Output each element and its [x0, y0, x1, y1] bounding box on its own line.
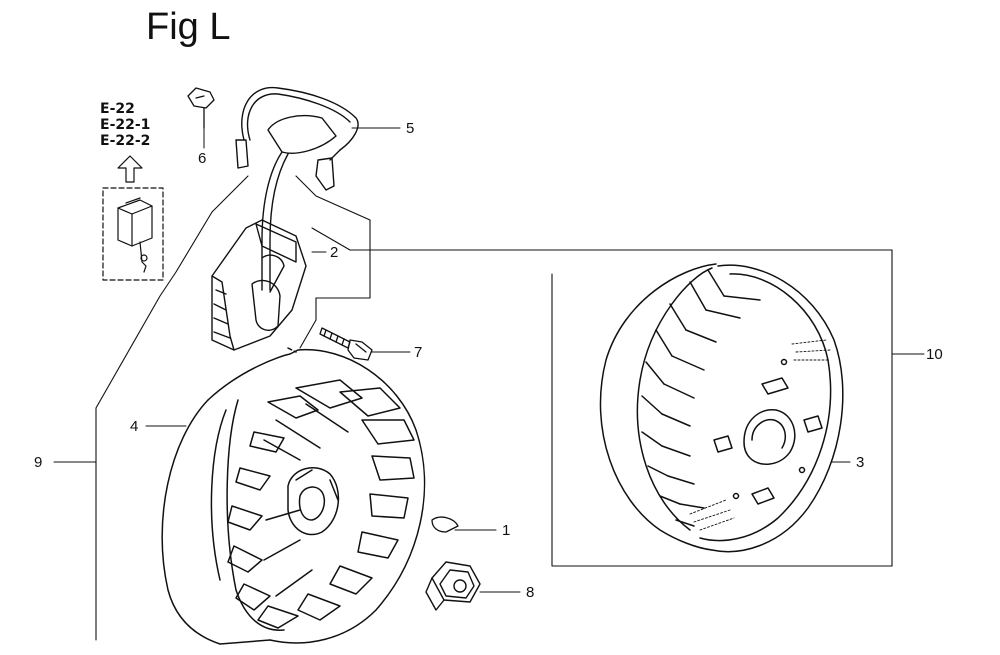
callout-label: 8 — [526, 584, 535, 601]
reference-inset-box — [102, 187, 164, 281]
up-arrow-icon — [117, 155, 143, 183]
plug-wire-part-5 — [235, 86, 359, 291]
group-brackets — [95, 175, 893, 641]
reference-item: E-22-2 — [100, 133, 151, 149]
key-part-1 — [431, 516, 459, 533]
callout-label: 1 — [502, 522, 511, 539]
callout-label: 7 — [414, 344, 423, 361]
callout-label: 9 — [34, 454, 43, 471]
figure-title: Fig L — [146, 6, 231, 48]
reference-list: E-22 E-22-1 E-22-2 — [100, 101, 150, 149]
callout-label: 3 — [856, 454, 865, 471]
callout-label: 10 — [926, 346, 943, 363]
callout-label: 2 — [330, 244, 339, 261]
leader-lines — [53, 127, 925, 593]
bolt-part-7 — [319, 327, 373, 361]
clip-part-6 — [187, 87, 215, 129]
reference-item: E-22-1 — [100, 117, 151, 133]
callout-label: 4 — [130, 418, 139, 435]
callout-label: 6 — [198, 150, 207, 167]
nut-part-8 — [425, 561, 481, 611]
flywheel-part-4 — [161, 347, 426, 645]
flywheel-part-3 — [599, 263, 844, 553]
ignition-module-icon — [117, 197, 153, 273]
ignition-coil-part-2 — [211, 219, 307, 351]
callout-label: 5 — [406, 120, 415, 137]
reference-item: E-22 — [100, 101, 135, 117]
